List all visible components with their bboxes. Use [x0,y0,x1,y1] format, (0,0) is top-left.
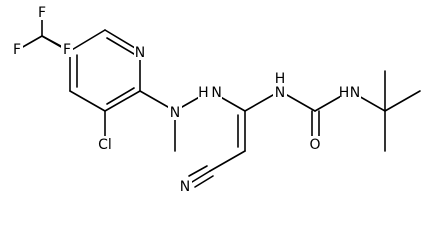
f-right-label: F [63,42,71,58]
atom-f-right: F [61,41,73,58]
atom-f-top: F [36,4,48,21]
atom-cl: Cl [95,136,115,153]
atom-label-layer: F F F N Cl N H N H N [11,4,361,195]
atom-n-nitrile: N [178,178,192,195]
bond-ring-c6-n1-inner [106,37,135,55]
bond-ring-c2-c3 [104,90,141,112]
bond-layer [20,14,421,188]
bond-ring-c2-c3-inner [106,87,135,105]
n-nitrile-label: N [180,179,190,195]
f-top-label: F [38,5,46,21]
bond-nitrile-2 [188,165,208,177]
o-label: O [309,137,320,153]
n-urea-left-label: N [275,85,285,101]
bond-ring-c5-c6 [69,29,106,52]
h-urea-right-label: H [339,85,350,101]
bond-ring-c3-c4 [69,90,106,112]
atom-hn: H N [198,84,222,101]
h-urea-label: H [275,71,286,87]
n-urea-right-label: N [350,85,360,101]
n-ring-label: N [135,45,145,61]
bond-nitrile-3 [194,175,214,188]
n-methyl-label: N [170,105,180,121]
chemical-structure: F F F N Cl N H N H N [11,4,421,195]
atom-n-methyl: N [168,104,182,121]
hn-label: H N [198,85,222,101]
atom-n-urea-right: H N [339,84,361,101]
atom-o: O [308,136,323,153]
bond-cf3-f-left [20,35,43,49]
cl-label: Cl [98,137,112,153]
atom-n-ring: N [134,44,147,61]
f-left-label: F [13,42,21,58]
bond-ch-cnitrile [209,150,246,172]
atom-n-urea-left: H N [273,70,287,101]
bond-cquat-me-right [384,90,421,112]
bond-nitrile-1 [191,170,211,183]
atom-f-left: F [11,41,23,58]
